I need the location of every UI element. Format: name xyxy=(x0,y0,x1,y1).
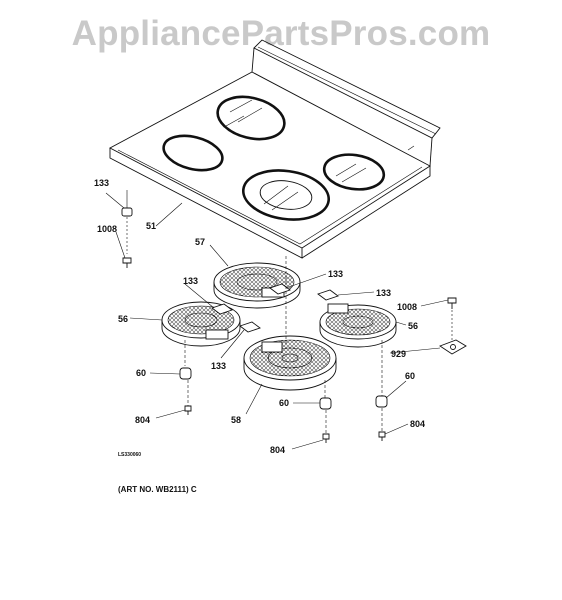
callout-804: 804 xyxy=(410,419,425,429)
callout-60: 60 xyxy=(279,398,289,408)
clips-60 xyxy=(179,367,388,410)
alignment-lines xyxy=(184,256,383,434)
callout-51: 51 xyxy=(146,221,156,231)
right-screw-and-bracket xyxy=(439,297,467,355)
callout-60: 60 xyxy=(136,368,146,378)
callout-1008: 1008 xyxy=(397,302,417,312)
callout-56: 56 xyxy=(118,314,128,324)
burner-ring-front-dual xyxy=(241,169,331,221)
callout-57: 57 xyxy=(195,237,205,247)
watermark: AppliancePartsPros.com xyxy=(71,14,491,53)
callout-labels: 133 1008 51 57 133 133 133 56 1008 56 92… xyxy=(94,178,425,455)
heating-element-56-right xyxy=(319,303,397,348)
callout-804: 804 xyxy=(270,445,285,455)
leader-lines xyxy=(105,192,449,450)
screws-804 xyxy=(184,405,386,443)
cooktop-glass xyxy=(109,39,441,259)
left-clip-and-screw xyxy=(121,190,133,268)
burner-ring-rear-left xyxy=(162,134,224,172)
art-number: (ART NO. WB2111) C xyxy=(118,485,197,494)
callout-1008: 1008 xyxy=(97,224,117,234)
callout-133: 133 xyxy=(211,361,226,371)
callout-133: 133 xyxy=(183,276,198,286)
callout-133: 133 xyxy=(328,269,343,279)
callout-133: 133 xyxy=(94,178,109,188)
diagram-code: LS330060 xyxy=(118,452,141,458)
burner-ring-rear-right xyxy=(216,95,286,141)
callout-56: 56 xyxy=(408,321,418,331)
burner-ring-front-right xyxy=(322,153,386,191)
callout-133: 133 xyxy=(376,288,391,298)
callout-58: 58 xyxy=(231,415,241,425)
insulator-pads xyxy=(211,283,339,333)
callout-60: 60 xyxy=(405,371,415,381)
callout-804: 804 xyxy=(135,415,150,425)
heating-element-58 xyxy=(243,335,337,391)
heating-element-57 xyxy=(213,262,301,309)
callout-929: 929 xyxy=(391,349,406,359)
